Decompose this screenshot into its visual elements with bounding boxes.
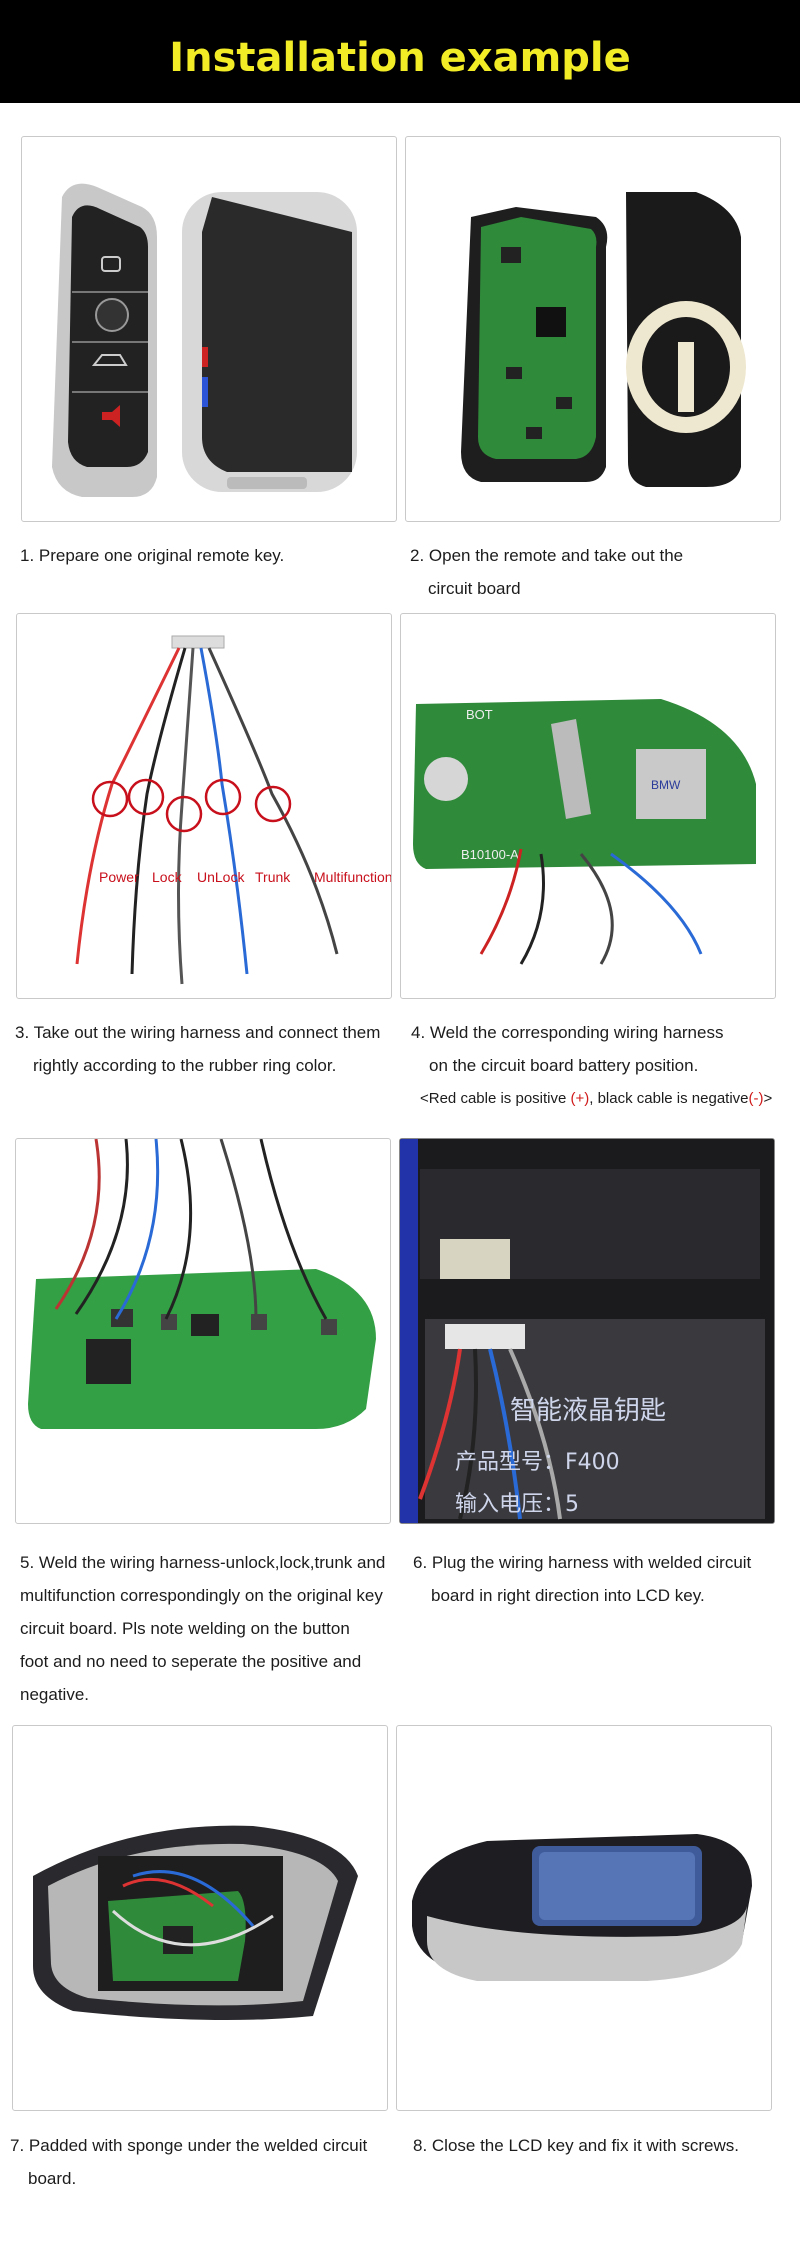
panel-board-battery: BOT B10100-A BMW bbox=[400, 613, 776, 999]
lcd-print-line-2: 产品型号：F400 bbox=[455, 1450, 620, 1475]
lcd-print-line-1: 智能液晶钥匙 bbox=[510, 1396, 666, 1426]
step-2-caption: 2. Open the remote and take out the circ… bbox=[410, 539, 683, 605]
step-8-line-1: 8. Close the LCD key and fix it with scr… bbox=[413, 2136, 739, 2155]
step-8-caption: 8. Close the LCD key and fix it with scr… bbox=[413, 2129, 739, 2162]
step-5-line-3: circuit board. Pls note welding on the b… bbox=[20, 1619, 350, 1638]
circuit-board-battery-illustration: BOT B10100-A BMW bbox=[413, 699, 756, 965]
step-6-line-1: 6. Plug the wiring harness with welded c… bbox=[413, 1553, 752, 1572]
step-4-caption: 4. Weld the corresponding wiring harness… bbox=[411, 1016, 723, 1082]
step-5-line-5: negative. bbox=[20, 1685, 89, 1704]
lcd-print-line-3: 输入电压：5 bbox=[455, 1492, 579, 1517]
wire-label-power: Power bbox=[99, 869, 139, 885]
step-7-line-2: board. bbox=[28, 2169, 77, 2188]
panel-open-remote bbox=[405, 136, 781, 522]
note-closing: > bbox=[763, 1090, 773, 1107]
header-banner: Installation example bbox=[0, 0, 800, 103]
step-5-line-1: 5. Weld the wiring harness-unlock,lock,t… bbox=[20, 1553, 386, 1572]
panel-original-remote-key bbox=[21, 136, 397, 522]
step-5-caption: 5. Weld the wiring harness-unlock,lock,t… bbox=[20, 1546, 385, 1711]
wire-label-unlock: UnLock bbox=[197, 869, 245, 885]
page-title: Installation example bbox=[169, 35, 631, 81]
note-black-cable-text: , black cable is negative bbox=[589, 1090, 749, 1107]
step-1-line-1: 1. Prepare one original remote key. bbox=[20, 546, 285, 565]
sponge-padding-illustration bbox=[33, 1825, 358, 2020]
step-6-line-2: board in right direction into LCD key. bbox=[431, 1586, 705, 1605]
panel-wiring-harness: Power Lock UnLock Trunk Multifunction bbox=[16, 613, 392, 999]
wire-label-lock: Lock bbox=[152, 869, 183, 885]
board-chip-print: BMW bbox=[651, 778, 681, 792]
note-red-cable-text: <Red cable is positive bbox=[420, 1090, 571, 1107]
step-3-line-2: rightly according to the rubber ring col… bbox=[33, 1056, 337, 1075]
step-4-polarity-note: <Red cable is positive (+), black cable … bbox=[420, 1090, 772, 1107]
step-3-caption: 3. Take out the wiring harness and conne… bbox=[15, 1016, 380, 1082]
panel-sponge-padding bbox=[12, 1725, 388, 2111]
step-7-line-1: 7. Padded with sponge under the welded c… bbox=[10, 2136, 368, 2155]
welded-board-illustration bbox=[28, 1139, 376, 1429]
panel-welded-board bbox=[15, 1138, 391, 1524]
note-negative-sign: (-) bbox=[748, 1090, 764, 1107]
step-2-line-2: circuit board bbox=[428, 579, 521, 598]
wiring-harness-illustration: Power Lock UnLock Trunk Multifunction bbox=[75, 635, 391, 985]
remote-key-illustration bbox=[52, 183, 357, 497]
wire-label-trunk: Trunk bbox=[255, 869, 291, 885]
step-4-line-2: on the circuit board battery position. bbox=[429, 1056, 699, 1075]
step-3-line-1: 3. Take out the wiring harness and conne… bbox=[15, 1023, 381, 1042]
panel-lcd-key: 智能液晶钥匙 产品型号：F400 输入电压：5 bbox=[399, 1138, 775, 1524]
step-5-line-2: multifunction correspondingly on the ori… bbox=[20, 1586, 383, 1605]
step-5-line-4: foot and no need to seperate the positiv… bbox=[20, 1652, 362, 1671]
board-print-bot: BOT bbox=[466, 707, 493, 722]
step-1-caption: 1. Prepare one original remote key. bbox=[20, 539, 284, 572]
step-4-line-1: 4. Weld the corresponding wiring harness bbox=[411, 1023, 724, 1042]
board-print-code: B10100-A bbox=[461, 847, 519, 862]
panel-closed-lcd-key bbox=[396, 1725, 772, 2111]
step-6-caption: 6. Plug the wiring harness with welded c… bbox=[413, 1546, 751, 1612]
step-7-caption: 7. Padded with sponge under the welded c… bbox=[10, 2129, 367, 2195]
note-positive-sign: (+) bbox=[570, 1090, 590, 1107]
lcd-key-illustration: 智能液晶钥匙 产品型号：F400 输入电压：5 bbox=[400, 1139, 774, 1523]
wire-label-multifunction: Multifunction bbox=[314, 869, 391, 885]
opened-remote-illustration bbox=[461, 192, 746, 487]
step-2-line-1: 2. Open the remote and take out the bbox=[410, 546, 684, 565]
closed-lcd-key-illustration bbox=[412, 1834, 752, 1981]
